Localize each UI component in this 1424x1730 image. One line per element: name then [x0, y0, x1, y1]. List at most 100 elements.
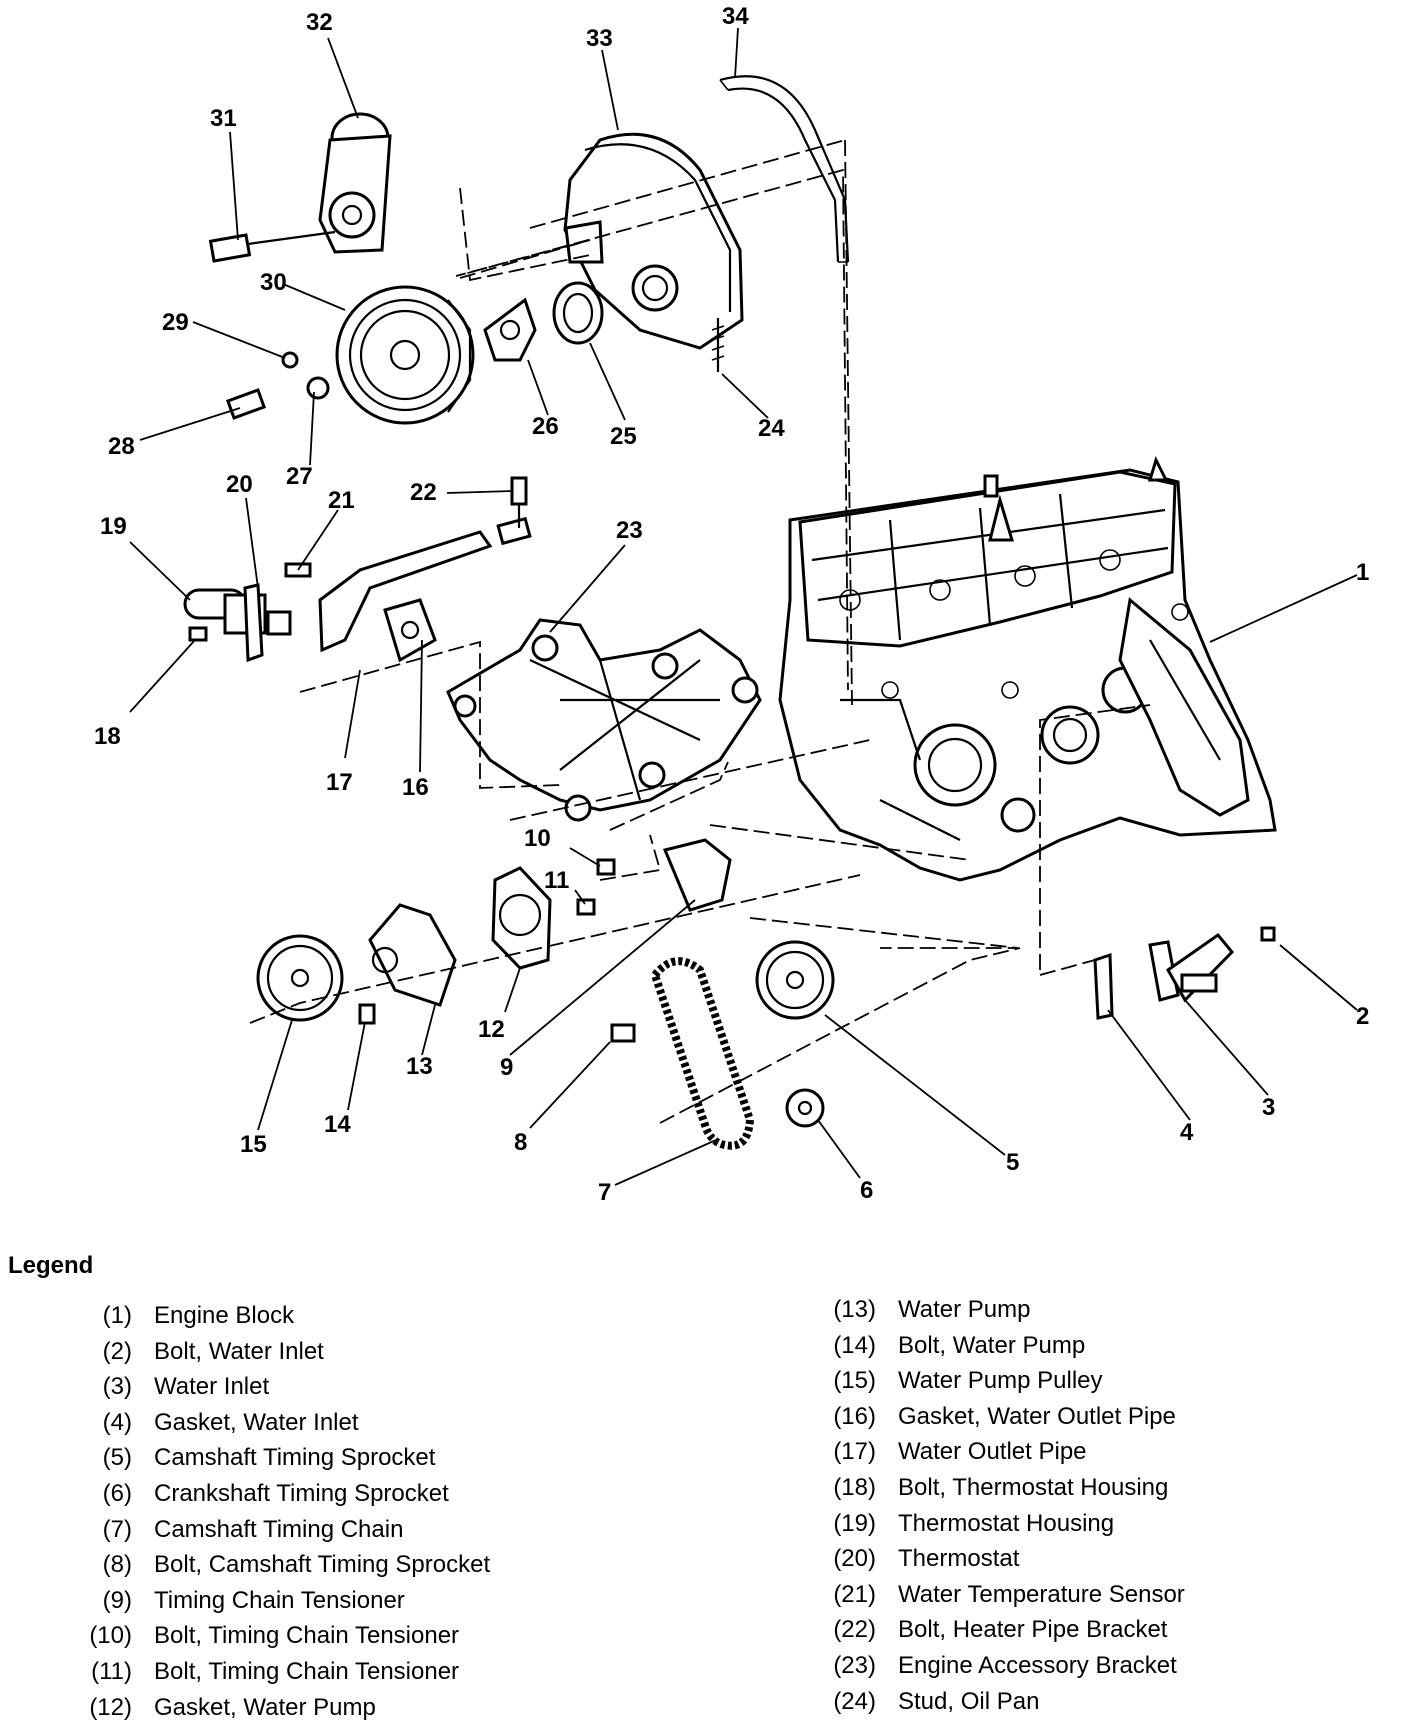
- legend-item: (19) Thermostat Housing: [790, 1506, 1185, 1542]
- callout-2: 2: [1356, 1003, 1369, 1030]
- crankshaft-balancer-drawing: [225, 285, 537, 425]
- legend-item-label: Water Pump Pulley: [898, 1367, 1103, 1395]
- callout-20: 20: [226, 471, 253, 498]
- callout-7: 7: [598, 1179, 611, 1200]
- legend-item-number: (9): [102, 1586, 132, 1614]
- legend-item-number: (3): [102, 1373, 132, 1401]
- callout-31: 31: [210, 105, 237, 132]
- legend-item-number: (16): [833, 1402, 876, 1430]
- legend-item: (17) Water Outlet Pipe: [790, 1434, 1185, 1470]
- callout-10: 10: [524, 825, 551, 852]
- callout-21: 21: [328, 487, 355, 514]
- callout-28: 28: [108, 433, 135, 460]
- callout-17: 17: [326, 769, 353, 796]
- legend-item-label: Gasket, Water Inlet: [154, 1408, 359, 1436]
- callout-23: 23: [616, 517, 643, 544]
- callout-15: 15: [240, 1131, 267, 1158]
- callout-12: 12: [478, 1016, 505, 1043]
- callout-1: 1: [1356, 559, 1369, 586]
- legend-item-label: Bolt, Timing Chain Tensioner: [154, 1622, 460, 1650]
- legend-item-number: (2): [102, 1337, 132, 1365]
- callout-34: 34: [722, 3, 749, 30]
- legend-item-number: (19): [833, 1509, 876, 1537]
- legend-item-number: (7): [102, 1515, 132, 1543]
- callout-6: 6: [860, 1177, 873, 1200]
- legend-item-label: Bolt, Timing Chain Tensioner: [154, 1657, 460, 1685]
- legend-item-number: (6): [102, 1479, 132, 1507]
- callout-11: 11: [544, 867, 569, 894]
- callout-29: 29: [162, 309, 189, 336]
- legend-item: (11) Bolt, Timing Chain Tensioner: [46, 1654, 490, 1690]
- legend-right-column: (13) Water Pump (14)Bolt, Water Pump (15)…: [790, 1292, 1185, 1720]
- legend-item-number: (10): [89, 1622, 132, 1650]
- legend-item-label: Thermostat Housing: [898, 1509, 1115, 1537]
- legend-item: (23) Engine Accessory Bracket: [790, 1648, 1185, 1684]
- timing-chain-drawing: [610, 940, 835, 1150]
- engine-block-drawing: [778, 455, 1277, 882]
- drive-belt-tensioner-drawing: [208, 112, 392, 263]
- legend-item: (18) Bolt, Thermostat Housing: [790, 1470, 1185, 1506]
- legend-item: (16) Gasket, Water Outlet Pipe: [790, 1399, 1185, 1435]
- legend-item: (4) Gasket, Water Inlet: [46, 1405, 490, 1441]
- legend-item-number: (1): [102, 1302, 132, 1329]
- callout-13: 13: [406, 1053, 433, 1080]
- legend-item: (10) Bolt, Timing Chain Tensioner: [46, 1618, 490, 1654]
- callout-4: 4: [1180, 1119, 1194, 1146]
- legend-item-number: (11): [91, 1657, 132, 1685]
- legend-item-number: (8): [102, 1551, 132, 1579]
- legend-item-label: Crankshaft Timing Sprocket: [154, 1479, 449, 1507]
- legend-item-number: (17): [833, 1438, 876, 1466]
- legend-item-number: (20): [833, 1545, 876, 1573]
- legend-item-number: (23): [833, 1651, 876, 1679]
- legend-item-label: Water Outlet Pipe: [898, 1438, 1087, 1466]
- engine-accessory-bracket-drawing: [446, 618, 762, 822]
- callout-26: 26: [532, 413, 559, 440]
- timing-cover-drawing: [552, 75, 850, 372]
- legend-item-label: Bolt, Thermostat Housing: [898, 1473, 1169, 1501]
- callout-8: 8: [514, 1129, 527, 1156]
- callout-33: 33: [586, 25, 613, 52]
- legend-item-label: Bolt, Camshaft Timing Sprocket: [154, 1551, 491, 1579]
- legend-item: (24)Stud, Oil Pan: [790, 1684, 1185, 1720]
- legend-item: (2) Bolt, Water Inlet: [46, 1334, 490, 1370]
- legend-item: (21)Water Temperature Sensor: [790, 1577, 1184, 1613]
- legend-item-label: Camshaft Timing Sprocket: [154, 1444, 436, 1472]
- legend-item: (3) Water Inlet: [46, 1369, 490, 1405]
- alignment-axes: [249, 139, 1151, 1124]
- callout-22: 22: [410, 479, 437, 506]
- legend-left-column: (1) Engine Block (2) Bolt, Water Inlet (3)…: [46, 1298, 490, 1725]
- legend-item-number: (15): [833, 1367, 876, 1395]
- legend-item-number: (13): [833, 1296, 876, 1323]
- callout-25: 25: [610, 423, 637, 450]
- callout-16: 16: [402, 774, 429, 801]
- callout-32: 32: [306, 9, 333, 36]
- legend-item-label: Gasket, Water Outlet Pipe: [898, 1402, 1176, 1430]
- legend-item-label: Bolt, Water Inlet: [154, 1337, 324, 1365]
- legend-item-number: (22): [833, 1616, 876, 1644]
- callout-3: 3: [1262, 1094, 1275, 1121]
- legend-title: Legend: [8, 1252, 94, 1279]
- legend-item-number: (4): [102, 1408, 132, 1436]
- exploded-engine-diagram: 1 2 3 4 5 6 7 8 9 10 11 12 13 14 15 16 1…: [94, 3, 1369, 1200]
- legend-item-label: Bolt, Heater Pipe Bracket: [898, 1616, 1168, 1644]
- legend-item-label: Water Pump: [898, 1296, 1031, 1323]
- legend-item-label: Engine Block: [154, 1302, 295, 1329]
- legend-item-label: Camshaft Timing Chain: [154, 1515, 404, 1543]
- callout-24: 24: [758, 415, 785, 442]
- legend-item-label: Water Inlet: [154, 1373, 270, 1401]
- legend-item-label: Gasket, Water Pump: [154, 1693, 376, 1721]
- legend-item: (12)Gasket, Water Pump: [46, 1690, 490, 1726]
- callout-18: 18: [94, 723, 121, 750]
- legend-item: (9) Timing Chain Tensioner: [46, 1583, 490, 1619]
- legend-item: (5)Camshaft Timing Sprocket: [46, 1440, 490, 1476]
- legend-item: (14)Bolt, Water Pump: [790, 1328, 1185, 1364]
- callout-30: 30: [260, 269, 287, 296]
- legend-item-number: (18): [833, 1473, 876, 1501]
- water-outlet-assembly-drawing: [183, 476, 532, 663]
- legend-item: (22) Bolt, Heater Pipe Bracket: [790, 1612, 1185, 1648]
- legend-item: (15) Water Pump Pulley: [790, 1363, 1185, 1399]
- legend-item-number: (24): [833, 1687, 876, 1715]
- legend-item-label: Engine Accessory Bracket: [898, 1651, 1177, 1679]
- legend-item-label: Timing Chain Tensioner: [154, 1586, 405, 1614]
- legend-item: (7) Camshaft Timing Chain: [46, 1512, 490, 1548]
